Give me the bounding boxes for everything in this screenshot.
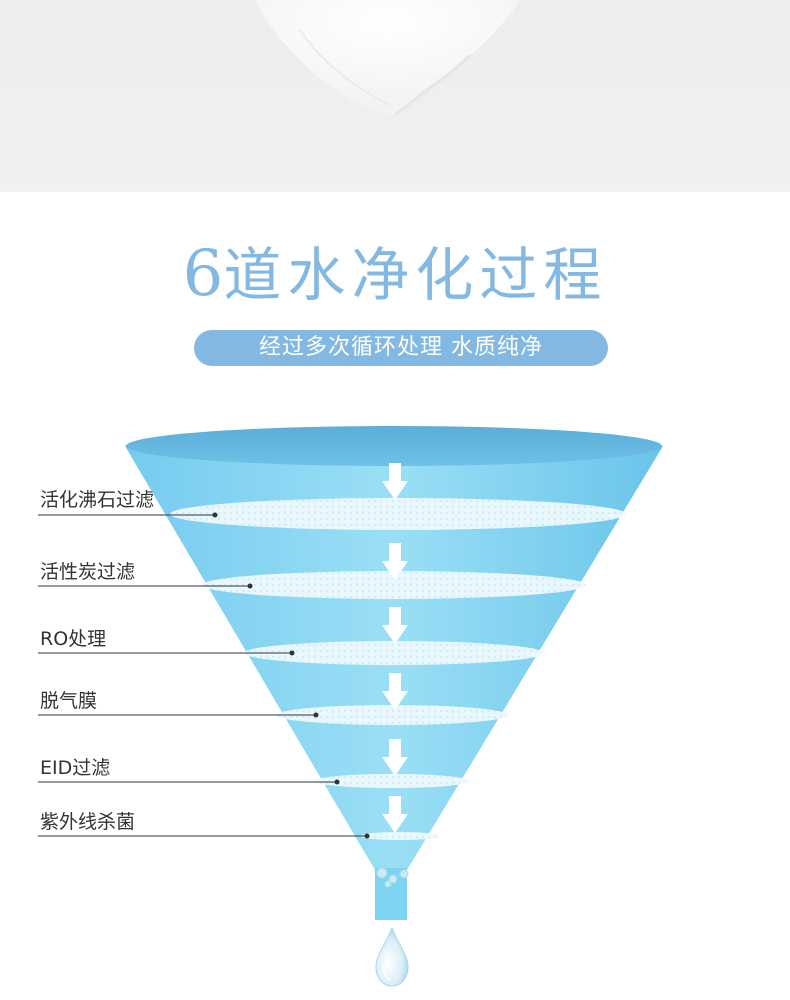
filter-layers xyxy=(170,498,626,840)
pointer-lines xyxy=(38,514,367,837)
down-arrow-icon xyxy=(382,739,408,776)
filter-layer-4 xyxy=(276,705,508,725)
cloth-photo xyxy=(255,0,520,117)
title-text: 道水净化过程 xyxy=(223,241,608,309)
step-label-uv: 紫外线杀菌 xyxy=(40,811,136,833)
down-arrow-icon xyxy=(382,673,408,710)
water-drop-icon xyxy=(375,926,409,987)
bubbles-icon xyxy=(376,867,409,888)
subtitle-pill: 经过多次循环处理 水质纯净 xyxy=(194,330,608,366)
down-arrow-icon xyxy=(382,607,408,644)
title-number: 6 xyxy=(182,237,224,311)
down-arrow-icon xyxy=(382,796,408,833)
pointer-dots xyxy=(212,512,370,839)
page-title: 6道水净化过程 xyxy=(0,233,790,316)
filter-layer-1 xyxy=(170,498,626,530)
down-arrow-icon xyxy=(382,463,408,500)
down-arrow-icon xyxy=(382,543,408,580)
filter-layer-6 xyxy=(360,832,440,840)
step-label-ro: RO处理 xyxy=(40,628,107,650)
funnel-rim xyxy=(126,426,662,466)
step-label-eid: EID过滤 xyxy=(40,757,111,779)
arrows xyxy=(382,463,408,833)
step-label-activated-carbon: 活性炭过滤 xyxy=(40,561,136,583)
filter-layer-2 xyxy=(202,571,586,599)
filter-layer-5 xyxy=(314,774,470,788)
step-label-degassing: 脱气膜 xyxy=(40,690,98,712)
step-label-zeolite: 活化沸石过滤 xyxy=(40,489,155,511)
product-photo-strip xyxy=(0,0,790,192)
filter-layer-3 xyxy=(244,641,544,665)
